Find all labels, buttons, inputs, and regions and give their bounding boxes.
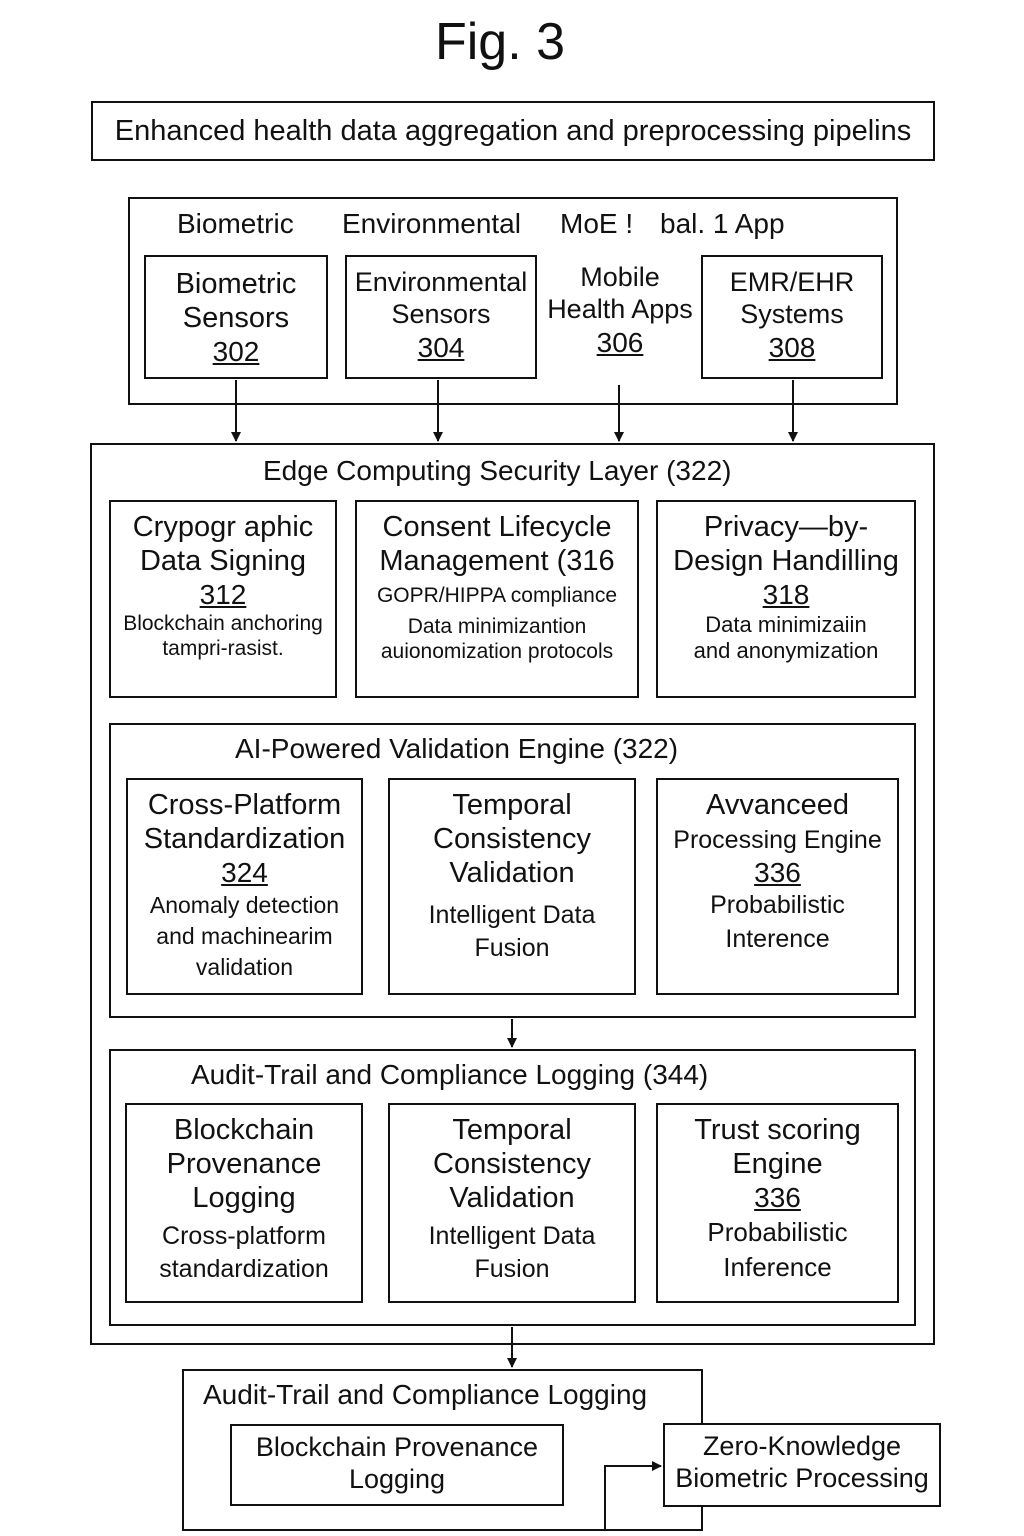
bottom-blockchain-provenance-box: Blockchain Provenance Logging [230,1424,564,1506]
bottom-logging-title: Audit-Trail and Compliance Logging [203,1379,648,1410]
zero-knowledge-processing-box: Zero-Knowledge Biometric Processing [663,1423,941,1507]
audit-logging-title: Audit-Trail and Compliance Logging (344) [191,1059,709,1090]
biometric-sensors-box: Biometric Sensors 302 [144,255,328,379]
consent-detail3: auionomization protocols [380,639,614,663]
zk-line1: Zero-Knowledge [702,1431,902,1461]
figure-title: Fig. 3 [434,13,566,71]
edge-security-layer-title: Edge Computing Security Layer (322) [263,455,732,486]
temporal-line2: Consistency [433,823,591,856]
privacy-ref: 318 [762,579,810,611]
trust-scoring-engine-box: Trust scoring Engine 336 Probabilistic I… [656,1103,899,1303]
zk-line2: Biometric Processing [675,1462,929,1493]
emr-ehr-systems-box: EMR/EHR Systems 308 [701,255,883,379]
environmental-sensors-line1: Environmental [354,267,528,297]
trust-detail2: Inference [723,1251,832,1282]
trust-line1: Trust scoring [694,1114,861,1146]
bottom-provenance-line2: Logging [348,1463,446,1494]
environmental-sensors-box: Environmental Sensors 304 [345,255,537,379]
blockchain-prov-line2: Provenance [166,1148,322,1181]
emr-ehr-line1: EMR/EHR [729,267,855,297]
privacy-detail2: and anonymization [693,637,879,663]
audit-temporal-consistency-box: Temporal Consistency Validation Intellig… [388,1103,636,1303]
crypto-detail1: Blockchain anchoring [123,612,323,636]
crypto-detail2: tampri-rasist. [162,636,284,660]
audit-temporal-line2: Consistency [433,1148,591,1181]
consent-line2: Management (316 [379,545,615,578]
cross-platform-detail2: and machinearim [156,923,333,950]
mobile-health-apps: Mobile Health Apps 306 [540,262,700,359]
blockchain-prov-line1: Blockchain [173,1114,315,1146]
environmental-sensors-line2: Sensors [391,298,491,329]
cross-platform-detail3: validation [195,954,294,981]
cross-platform-ref: 324 [221,857,268,889]
temporal-consistency-validation-box: Temporal Consistency Validation Intellig… [388,778,636,995]
cross-platform-standardization-box: Cross-Platform Standardization 324 Anoma… [126,778,363,995]
cryptographic-signing-box: Crypogr aphic Data Signing 312 Blockchai… [109,500,337,698]
privacy-by-design-box: Privacy—by- Design Handilling 318 Data m… [656,500,916,698]
bottom-provenance-line1: Blockchain Provenance [255,1432,539,1462]
sources-header-mobile: MoE ! [560,208,634,239]
validation-engine-container [109,723,916,1018]
advanced-line2: Processing Engine [673,826,882,855]
crypto-ref: 312 [199,579,247,611]
consent-lifecycle-box: Consent Lifecycle Management (316 GOPR/H… [355,500,639,698]
biometric-sensors-ref: 302 [212,336,260,368]
trust-ref: 336 [754,1182,801,1214]
biometric-sensors-line1: Biometric [175,268,297,300]
temporal-line1: Temporal [452,789,572,821]
blockchain-prov-detail1: Cross-platform [162,1221,326,1250]
cross-platform-line1: Cross-Platform [147,789,342,821]
sources-header-biometric: Biometric [177,208,294,239]
consent-line1: Consent Lifecycle [382,511,612,543]
advanced-processing-engine-box: Avvanceed Processing Engine 336 Probabil… [656,778,899,995]
blockchain-prov-line3: Logging [192,1182,296,1215]
emr-ehr-ref: 308 [768,331,816,363]
privacy-line1: Privacy—by- [703,511,869,543]
cross-platform-detail1: Anomaly detection [149,892,340,919]
audit-logging-container [109,1049,916,1326]
audit-temporal-detail2: Fusion [474,1255,550,1284]
environmental-sensors-ref: 304 [417,331,465,363]
advanced-line1: Avvanceed [706,789,849,821]
pipeline-title-box: Enhanced health data aggregation and pre… [91,101,935,161]
sources-header-environmental: Environmental [342,208,521,239]
privacy-line2: Design Handilling [673,545,899,578]
trust-line2: Engine [732,1148,823,1181]
validation-engine-title: AI-Powered Validation Engine (322) [235,733,679,764]
crypto-line1: Crypogr aphic [132,511,314,543]
audit-temporal-line1: Temporal [452,1114,572,1146]
cross-platform-line2: Standardization [143,823,346,856]
consent-detail2: Data minimizantion [407,615,587,639]
blockchain-provenance-logging-box: Blockchain Provenance Logging Cross-plat… [125,1103,363,1303]
temporal-line3: Validation [449,857,575,890]
audit-temporal-line3: Validation [449,1182,575,1215]
consent-detail1: GOPR/HIPPA compliance [376,584,618,608]
trust-detail1: Probabilistic [707,1217,848,1248]
temporal-detail2: Fusion [474,934,550,963]
temporal-detail1: Intelligent Data [428,900,596,929]
data-sources-container [128,197,898,405]
audit-temporal-detail1: Intelligent Data [428,1221,596,1250]
sources-header-app: bal. 1 App [660,208,785,239]
mobile-health-apps-line2: Health Apps [547,293,693,324]
advanced-detail1: Probabilistic [710,891,845,920]
advanced-ref: 336 [754,856,801,888]
crypto-line2: Data Signing [139,545,307,578]
mobile-health-apps-ref: 306 [596,326,644,358]
mobile-health-apps-line1: Mobile [580,262,660,292]
privacy-detail1: Data minimizaiin [705,612,867,638]
pipeline-title: Enhanced health data aggregation and pre… [114,114,912,147]
blockchain-prov-detail2: standardization [159,1255,329,1284]
emr-ehr-line2: Systems [740,298,844,329]
advanced-detail2: Interence [725,924,830,953]
biometric-sensors-line2: Sensors [182,302,290,335]
